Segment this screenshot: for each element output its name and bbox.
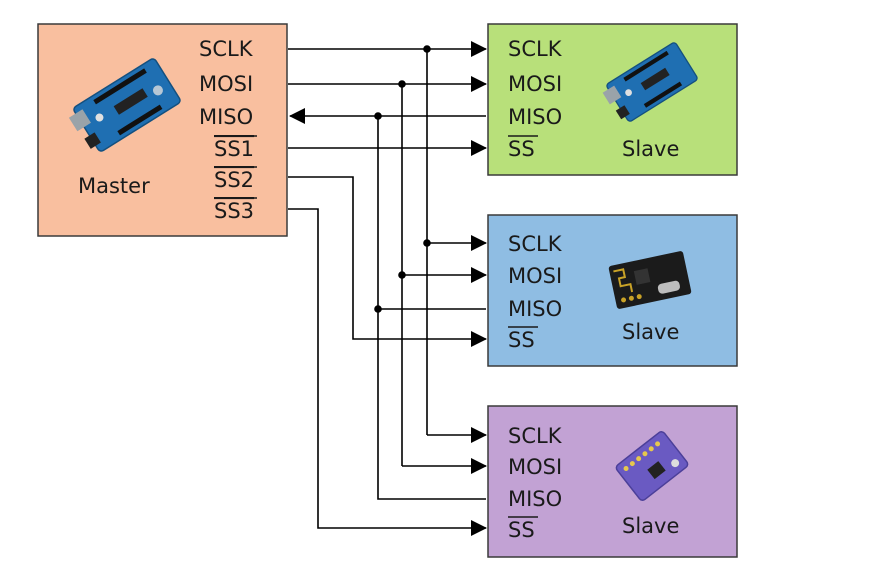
master-pin-mosi: MOSI (199, 72, 253, 96)
slave-1-labels: SCLK MOSI MISO SS Slave (508, 37, 679, 161)
radio-module-icon (608, 251, 692, 309)
master-title: Master (78, 174, 150, 198)
junction-dot (374, 305, 382, 313)
master-pin-ss1: SS1 (214, 137, 254, 161)
wire-miso-drop (377, 116, 486, 500)
slave2-pin-ss: SS (508, 328, 535, 352)
master-pin-sclk: SCLK (199, 37, 254, 61)
sensor-module-icon (615, 431, 689, 501)
slave1-pin-sclk: SCLK (508, 37, 563, 61)
slave3-pin-miso: MISO (508, 487, 562, 511)
arduino-board-icon (68, 58, 181, 152)
wires (288, 41, 487, 536)
master-pin-ss3: SS3 (214, 199, 254, 223)
slave3-pin-sclk: SCLK (508, 424, 563, 448)
slave2-pin-mosi: MOSI (508, 264, 562, 288)
slave-3-labels: SCLK MOSI MISO SS Slave (508, 424, 679, 542)
slave3-pin-mosi: MOSI (508, 455, 562, 479)
wire-ss2 (288, 176, 487, 347)
junction-dot (423, 239, 431, 247)
slave1-pin-mosi: MOSI (508, 72, 562, 96)
slave-2-labels: SCLK MOSI MISO SS Slave (508, 232, 679, 352)
slave2-pin-miso: MISO (508, 297, 562, 321)
arduino-board-icon (602, 42, 698, 122)
slave2-title: Slave (622, 320, 679, 344)
slave-box-3 (487, 405, 738, 558)
master-pin-labels: SCLK MOSI MISO SS1 SS2 SS3 Master (78, 37, 257, 223)
wire-ss3 (288, 208, 487, 536)
slave1-pin-miso: MISO (508, 105, 562, 129)
junction-dot (374, 112, 382, 120)
master-pin-ss2: SS2 (214, 168, 254, 192)
slave3-pin-ss: SS (508, 518, 535, 542)
slave1-title: Slave (622, 137, 679, 161)
slave1-pin-ss: SS (508, 137, 535, 161)
junction-dot (398, 80, 406, 88)
master-box (37, 23, 288, 237)
slave-box-2 (487, 214, 738, 367)
master-pin-miso: MISO (199, 105, 253, 129)
junction-dot (423, 45, 431, 53)
junction-dot (398, 271, 406, 279)
slave3-title: Slave (622, 514, 679, 538)
slave2-pin-sclk: SCLK (508, 232, 563, 256)
